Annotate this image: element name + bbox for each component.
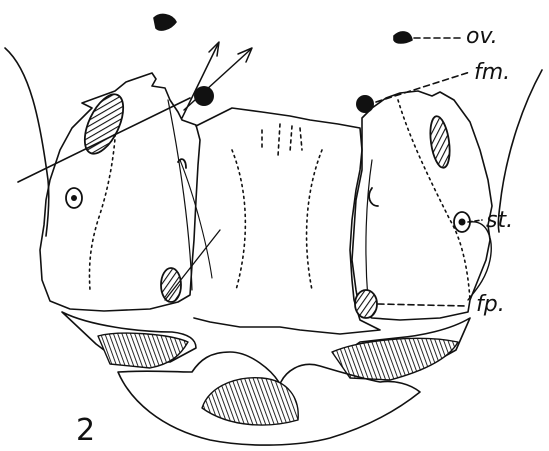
central-dotted-curve-right (307, 150, 322, 290)
central-plate-outline (194, 108, 380, 334)
fm-dot-right (356, 95, 374, 113)
right-lower-pore (355, 290, 377, 318)
left-outer-curve (5, 48, 49, 236)
central-dotted-curve-left (232, 150, 245, 290)
right-dark-oval (427, 115, 452, 169)
figure-number: 2 (76, 416, 95, 446)
label-fp: fp. (476, 294, 505, 316)
right-edge-flap (468, 222, 491, 300)
arrow-2 (184, 50, 250, 110)
left-lower-pore (161, 268, 181, 302)
ovary-mark (394, 32, 412, 43)
label-ov: ov. (466, 26, 498, 48)
left-plate-inner-edge (168, 100, 192, 290)
bottom-hatch (202, 378, 298, 425)
top-mark-left (154, 15, 176, 30)
right-plate-inner-edge (366, 160, 372, 300)
label-fm: fm. (474, 62, 510, 84)
label-st: st. (486, 210, 513, 232)
fm-dot-left (194, 86, 214, 106)
right-hatch-band (332, 338, 458, 380)
fp-leader (378, 304, 466, 306)
fm-leader (376, 72, 470, 102)
left-hatch-band (98, 333, 188, 368)
